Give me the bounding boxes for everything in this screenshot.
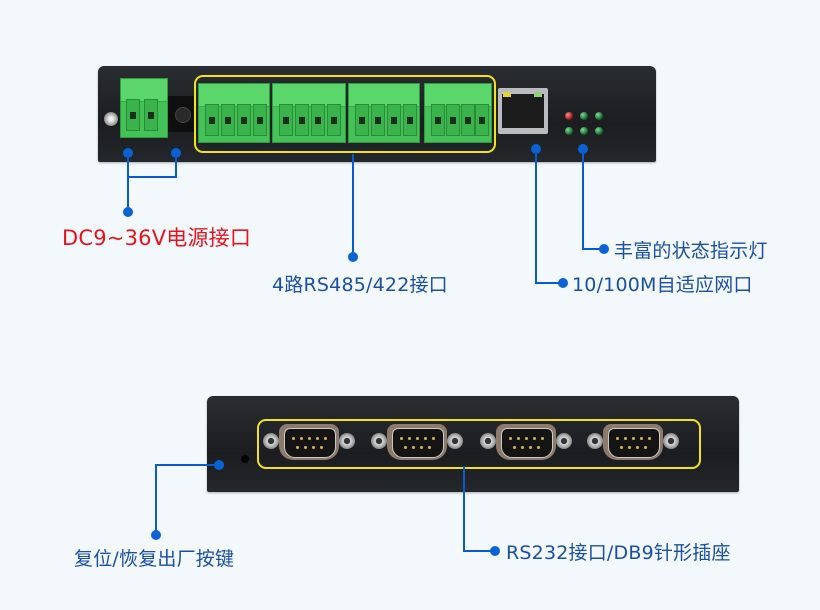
callout-dot <box>578 144 588 154</box>
callout-line <box>582 150 584 250</box>
rs485-terminal-4 <box>424 83 492 143</box>
dc-jack-icon <box>168 96 196 132</box>
rs485-terminal-1 <box>198 83 270 143</box>
db9-port-4 <box>587 422 679 462</box>
rs232-highlight-box <box>257 419 701 469</box>
callout-dot <box>531 144 541 154</box>
callout-line <box>352 154 354 254</box>
callout-dot <box>214 460 224 470</box>
callout-line <box>155 464 157 534</box>
rs485-interface-label: 4路RS485/422接口 <box>272 274 448 296</box>
status-led-red <box>565 112 573 120</box>
db9-port-3 <box>480 422 572 462</box>
callout-line <box>535 282 561 284</box>
db9-port-1 <box>263 422 355 462</box>
callout-line <box>127 176 177 178</box>
status-led <box>595 127 603 135</box>
callout-dot <box>123 207 133 217</box>
callout-line <box>127 153 129 213</box>
callout-line <box>582 248 602 250</box>
ethernet-port-label: 10/100M自适应网口 <box>572 274 753 296</box>
power-terminal-block <box>120 78 168 138</box>
status-led <box>565 127 573 135</box>
callout-line <box>175 153 177 177</box>
callout-dot <box>599 244 609 254</box>
rs485-terminal-3 <box>348 83 420 143</box>
ethernet-port-icon <box>498 88 548 134</box>
reset-button-label: 复位/恢复出厂按键 <box>74 548 235 570</box>
callout-line <box>463 466 465 552</box>
callout-dot <box>348 252 358 262</box>
top-device-panel <box>98 66 656 162</box>
status-led <box>580 112 588 120</box>
status-led <box>595 112 603 120</box>
reset-button-icon <box>241 455 249 463</box>
rs485-terminal-2 <box>272 83 346 143</box>
callout-dot <box>558 278 568 288</box>
power-interface-label: DC9~36V电源接口 <box>62 226 252 250</box>
db9-port-2 <box>371 422 463 462</box>
status-led <box>580 127 588 135</box>
callout-line <box>535 150 537 284</box>
callout-dot <box>490 546 500 556</box>
callout-line <box>155 464 217 466</box>
callout-line <box>463 550 493 552</box>
callout-dot <box>151 530 161 540</box>
status-leds-label: 丰富的状态指示灯 <box>614 240 768 262</box>
bottom-device-panel <box>207 396 739 492</box>
ground-screw-icon <box>104 112 118 126</box>
rs232-interface-label: RS232接口/DB9针形插座 <box>506 542 731 564</box>
rs485-highlight-box <box>194 75 496 153</box>
